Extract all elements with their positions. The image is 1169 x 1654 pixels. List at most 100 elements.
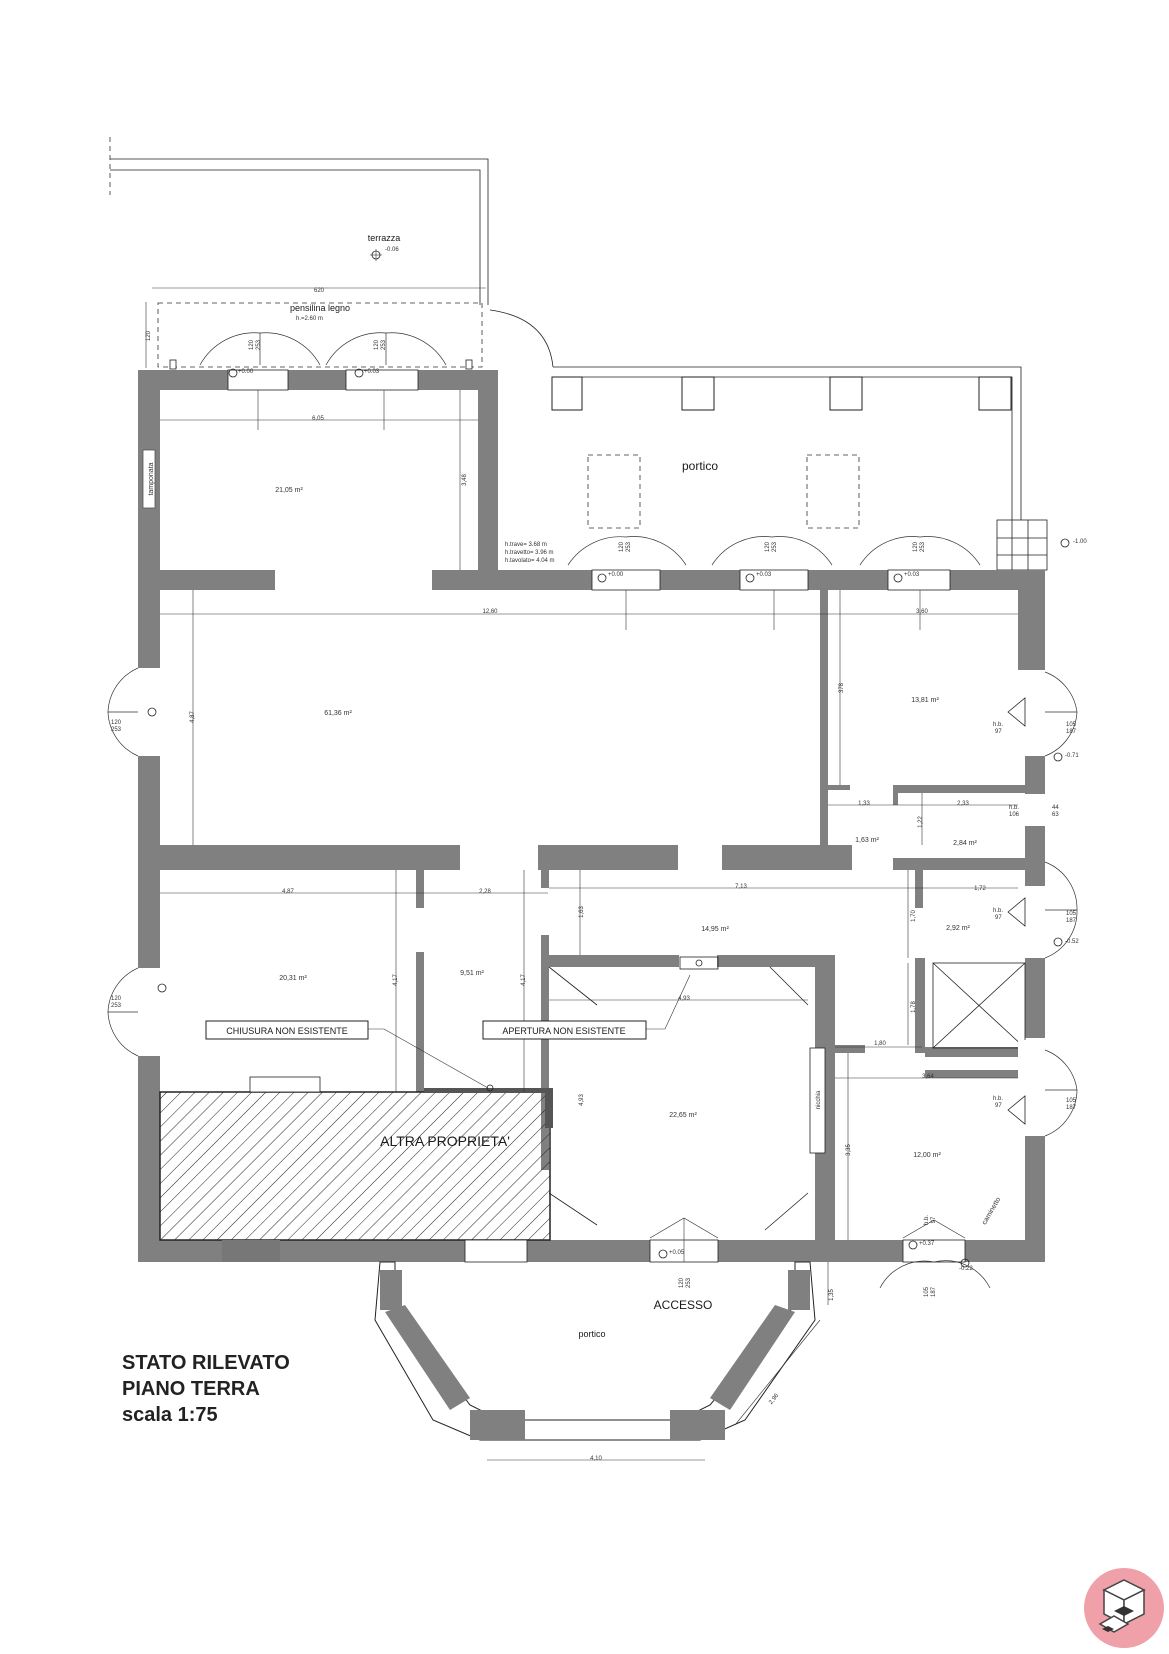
- svg-text:120: 120: [913, 541, 919, 552]
- svg-text:-0.22: -0.22: [959, 1266, 973, 1272]
- callout-apertura: APERTURA NON ESISTENTE: [482, 1020, 647, 1040]
- svg-text:63: 63: [1052, 812, 1059, 818]
- svg-text:187: 187: [1066, 729, 1077, 735]
- svg-text:120: 120: [249, 339, 255, 350]
- room-area-7: 2,92 m²: [946, 925, 970, 932]
- room-area-11: 12,00 m²: [913, 1152, 941, 1159]
- svg-text:187: 187: [1066, 918, 1077, 924]
- altra-proprieta-area: [159, 1076, 553, 1263]
- dimension-lines: [160, 390, 1018, 1240]
- label-h-travetto: h.travetto= 3.96 m: [505, 550, 554, 556]
- door-portico-1: [567, 536, 687, 630]
- svg-text:187: 187: [931, 1286, 937, 1297]
- svg-text:4,93: 4,93: [579, 1094, 585, 1106]
- label-portico-top: portico: [682, 459, 718, 473]
- svg-text:1,22: 1,22: [918, 816, 924, 828]
- window-right-2: [1007, 861, 1078, 959]
- svg-text:+0.03: +0.03: [364, 369, 380, 375]
- svg-text:1,80: 1,80: [874, 1041, 886, 1047]
- room-area-3: 13,81 m²: [911, 697, 939, 704]
- svg-text:+0.03: +0.03: [756, 572, 772, 578]
- svg-text:97: 97: [995, 729, 1002, 735]
- doors: [107, 332, 1078, 1289]
- svg-text:120: 120: [111, 720, 122, 726]
- room-area-6: 14,95 m²: [701, 926, 729, 933]
- window-left-1: [107, 667, 139, 757]
- level-terrazza: -0.06: [385, 247, 399, 253]
- svg-text:4,17: 4,17: [521, 974, 527, 986]
- svg-text:CHIUSURA NON ESISTENTE: CHIUSURA NON ESISTENTE: [226, 1026, 348, 1036]
- svg-text:h.b.: h.b.: [993, 1096, 1003, 1102]
- svg-text:620: 620: [314, 288, 325, 294]
- svg-text:4,93: 4,93: [678, 996, 690, 1002]
- label-altra-proprieta: ALTRA PROPRIETA': [380, 1133, 510, 1149]
- svg-text:44: 44: [1052, 805, 1059, 811]
- svg-text:2,28: 2,28: [479, 889, 491, 895]
- svg-text:1,78: 1,78: [911, 1001, 917, 1013]
- level-markers: [147, 249, 1070, 1268]
- door-accesso: [649, 1217, 719, 1263]
- svg-text:253: 253: [626, 541, 632, 552]
- room-area-1: 21,05 m²: [275, 487, 303, 494]
- svg-text:4,17: 4,17: [393, 974, 399, 986]
- svg-text:253: 253: [256, 339, 262, 350]
- svg-text:4,10: 4,10: [590, 1456, 602, 1462]
- svg-text:97: 97: [995, 1103, 1002, 1109]
- leader-lines: [367, 974, 691, 1092]
- svg-text:253: 253: [686, 1277, 692, 1288]
- room-area-9: 9,51 m²: [460, 970, 484, 977]
- svg-text:1,63: 1,63: [579, 906, 585, 918]
- title-block: STATO RILEVATO PIANO TERRA scala 1:75: [122, 1350, 290, 1428]
- svg-text:105: 105: [1066, 1098, 1077, 1104]
- svg-text:120: 120: [374, 339, 380, 350]
- svg-text:378: 378: [839, 682, 845, 693]
- svg-text:106: 106: [1009, 812, 1020, 818]
- svg-text:1,72: 1,72: [974, 886, 986, 892]
- svg-text:105: 105: [1066, 722, 1077, 728]
- svg-text:97: 97: [995, 915, 1002, 921]
- room-area-2: 61,36 m²: [324, 710, 352, 717]
- svg-text:+0.37: +0.37: [919, 1241, 935, 1247]
- label-caminetto: caminetto: [981, 1196, 1002, 1226]
- portico-bottom-outline: [374, 1261, 829, 1461]
- door-top-1: [199, 332, 321, 430]
- callout-chiusura: CHIUSURA NON ESISTENTE: [205, 1020, 369, 1040]
- svg-text:3,64: 3,64: [922, 1074, 934, 1080]
- terrace-outline: [109, 137, 554, 368]
- svg-text:253: 253: [920, 541, 926, 552]
- walls: [138, 370, 1045, 1262]
- label-h-tavolato: h.tavolato= 4.04 m: [505, 558, 555, 564]
- svg-text:7,13: 7,13: [735, 884, 747, 890]
- svg-text:1,35: 1,35: [829, 1289, 835, 1301]
- svg-text:APERTURA NON ESISTENTE: APERTURA NON ESISTENTE: [502, 1026, 625, 1036]
- label-tamponata: tamponata: [148, 462, 155, 495]
- title-line-3: scala 1:75: [122, 1404, 218, 1426]
- svg-text:+0.00: +0.00: [608, 572, 624, 578]
- window-right-3: [1007, 1040, 1078, 1137]
- label-accesso: ACCESSO: [654, 1298, 713, 1312]
- room-area-10: 22,65 m²: [669, 1112, 697, 1119]
- door-portico-2: [711, 536, 833, 630]
- svg-text:253: 253: [111, 727, 122, 733]
- title-line-1: STATO RILEVATO: [122, 1352, 290, 1374]
- label-h-trave: h.trave= 3.68 m: [505, 542, 547, 548]
- svg-text:h.b.: h.b.: [993, 908, 1003, 914]
- window-left-2: [107, 967, 139, 1057]
- svg-text:1,70: 1,70: [911, 910, 917, 922]
- svg-text:3,60: 3,60: [916, 609, 928, 615]
- logo-icon: [1084, 1568, 1164, 1648]
- svg-text:+0.05: +0.05: [669, 1250, 685, 1256]
- svg-text:h.b.: h.b.: [993, 722, 1003, 728]
- svg-text:4,87: 4,87: [190, 711, 196, 723]
- label-pensilina: pensilina legno: [290, 303, 350, 313]
- lift-shaft: [932, 962, 1026, 1049]
- room-22-outline: [548, 956, 809, 1231]
- svg-text:3,48: 3,48: [462, 474, 468, 486]
- window-right-1: [1007, 670, 1078, 757]
- level-portico: -1.00: [1073, 539, 1087, 545]
- svg-text:2,96: 2,96: [768, 1392, 780, 1405]
- room-area-5: 2,84 m²: [953, 840, 977, 847]
- label-nicchia: nicchia: [816, 1090, 822, 1109]
- svg-text:105: 105: [1066, 911, 1077, 917]
